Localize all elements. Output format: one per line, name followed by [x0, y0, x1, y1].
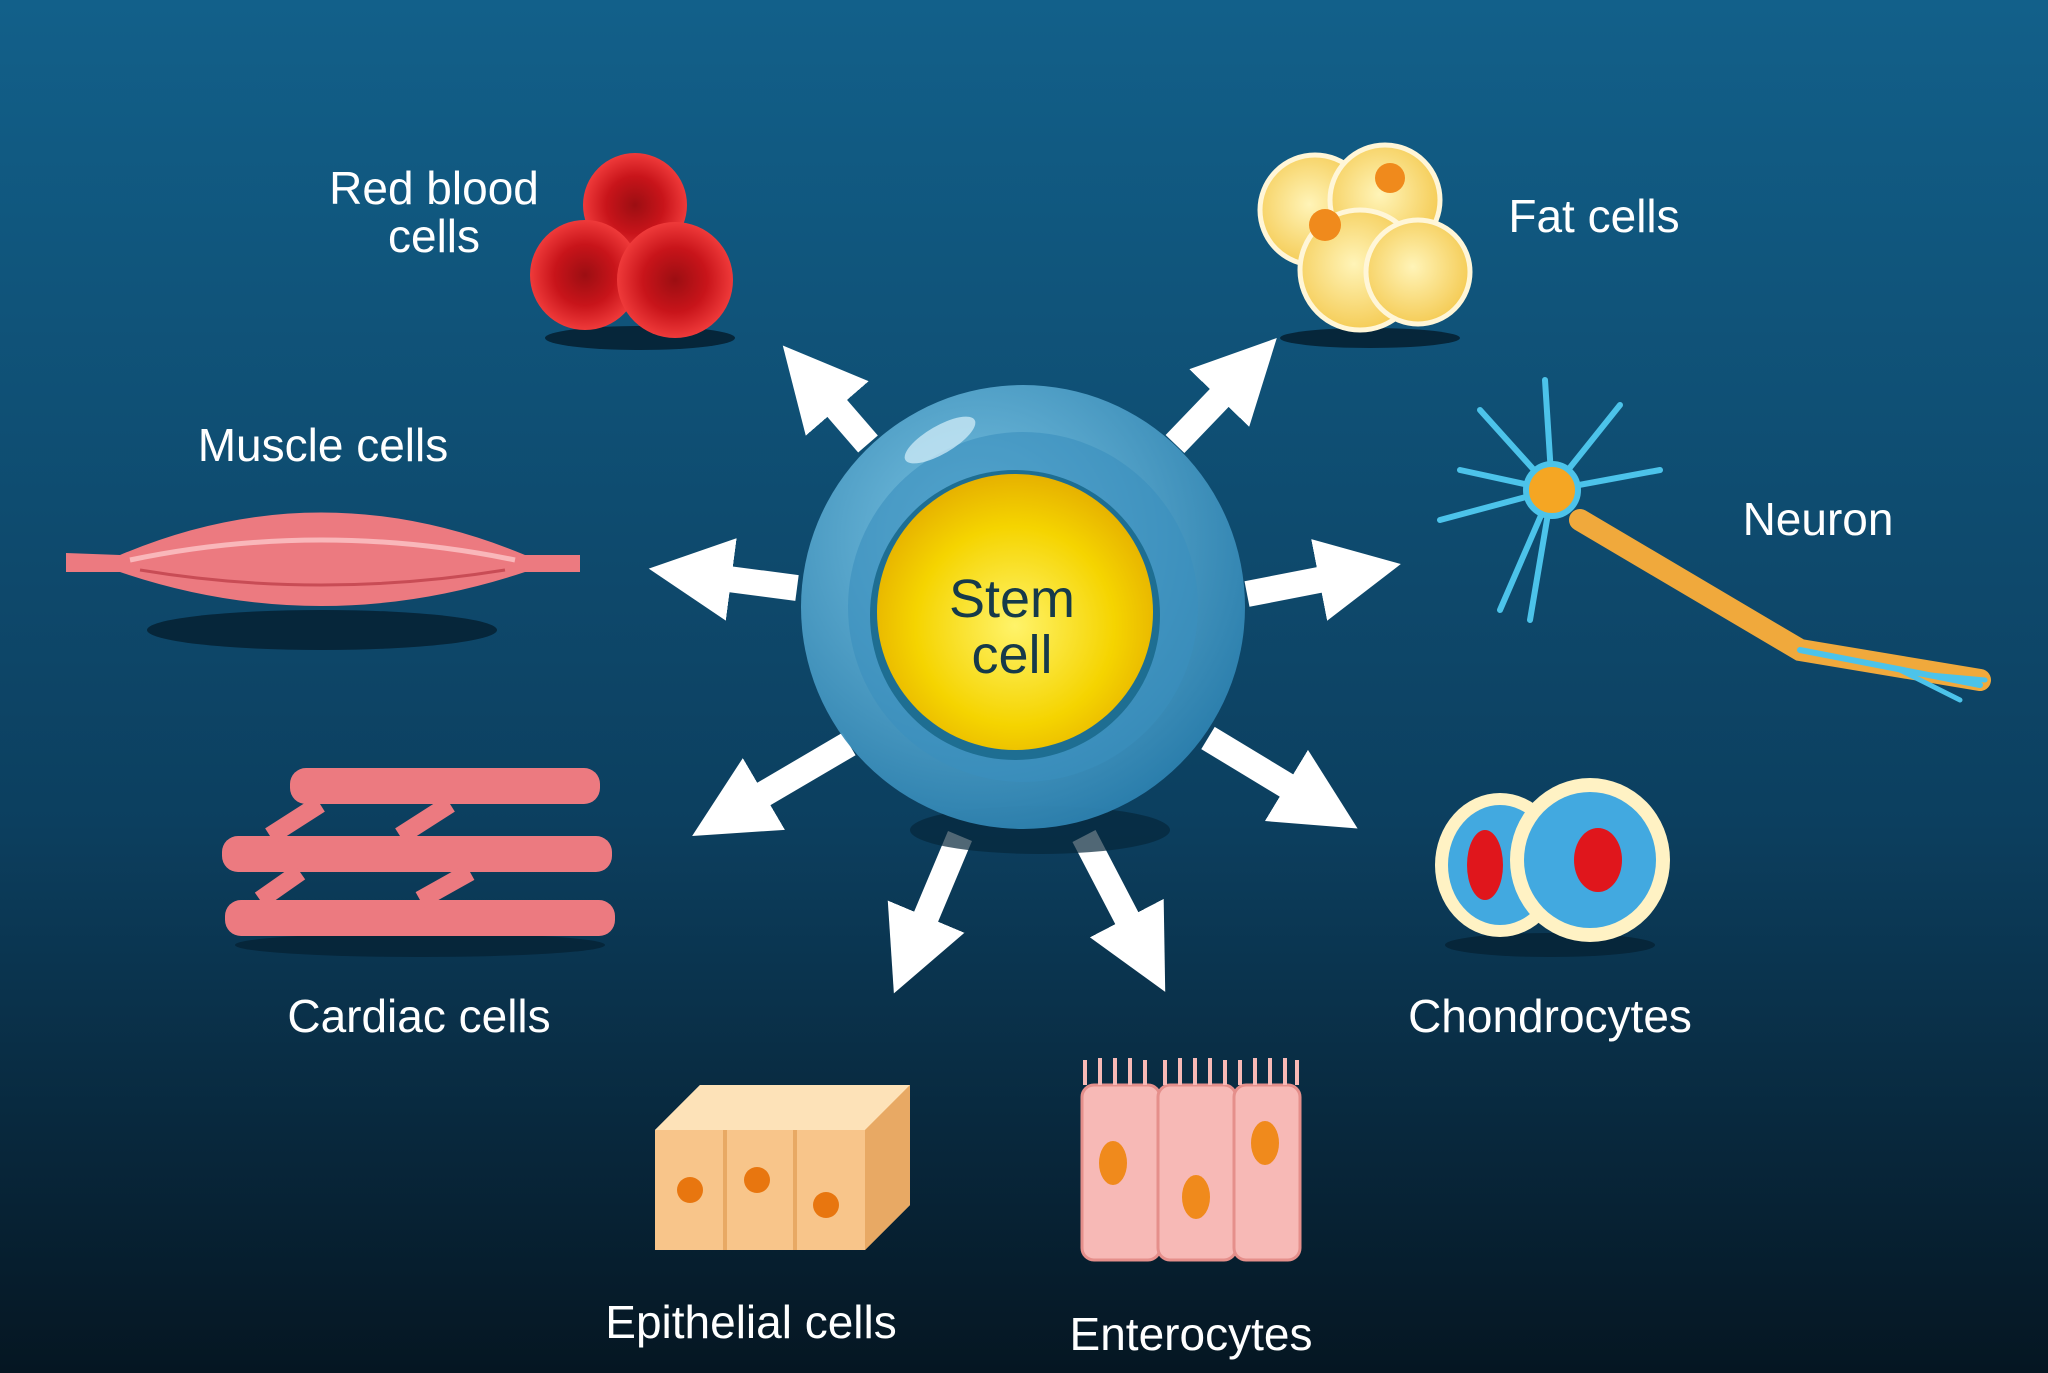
cardiac-cells-label: Cardiac cells: [287, 990, 551, 1042]
neuron-label: Neuron: [1742, 493, 1894, 545]
arrow-fat: [1165, 337, 1277, 454]
stem-cell-label-line2: cell: [971, 625, 1053, 685]
nucleus: [877, 474, 1153, 750]
red-blood-label-line2: cells: [387, 210, 481, 262]
stem-cell-label-line1: Stem: [948, 569, 1076, 629]
fat-cells-label: Fat cells: [1508, 190, 1680, 242]
enterocytes-label: Enterocytes: [1069, 1308, 1313, 1360]
neuron-illustration: [1437, 377, 1991, 703]
red-blood-label-line1: Red blood: [329, 162, 539, 214]
arrow-muscle: [648, 538, 799, 621]
fat-cells-illustration: [1257, 142, 1473, 348]
stem-cell-label: Stem cell: [949, 571, 1075, 683]
arrow-enterocytes: [1072, 829, 1166, 992]
stem-cell: [801, 385, 1245, 854]
chondrocytes-illustration: [1435, 778, 1670, 957]
enterocytes-illustration: [1080, 1058, 1302, 1262]
epithelial-cells-label: Epithelial cells: [605, 1296, 897, 1348]
arrow-chondrocytes: [1201, 726, 1358, 829]
cardiac-cells-illustration: [222, 768, 615, 957]
muscle-cell-illustration: [66, 512, 580, 650]
red-blood-cells-label: Red blood cells: [329, 164, 539, 260]
chondrocytes-label: Chondrocytes: [1408, 990, 1692, 1042]
differentiation-arrows: [648, 337, 1401, 994]
arrow-epithelial: [887, 830, 972, 994]
arrow-cardiac: [692, 732, 856, 837]
epithelial-cells-illustration: [655, 1085, 910, 1250]
arrow-neuron: [1244, 539, 1401, 621]
muscle-cells-label: Muscle cells: [197, 419, 449, 471]
red-blood-cells-illustration: [530, 153, 735, 350]
arrow-red-blood: [782, 345, 878, 453]
